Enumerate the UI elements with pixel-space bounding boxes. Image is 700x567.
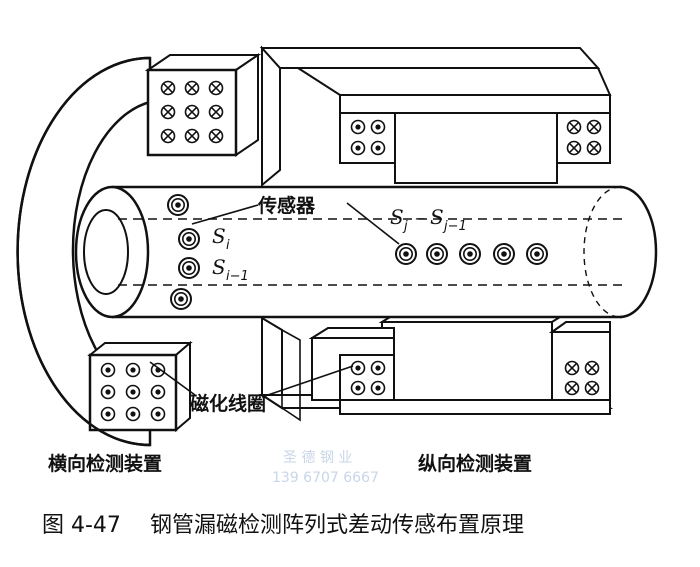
longitudinal-yoke	[258, 45, 614, 422]
transverse-top-coil	[144, 53, 262, 157]
coil-cross-icon	[584, 360, 600, 376]
coil-dot-icon	[125, 406, 141, 422]
coil-cross-icon	[208, 104, 224, 120]
coil-dot-icon	[370, 360, 386, 376]
sensor-icon	[459, 243, 481, 265]
steel-pipe	[74, 185, 658, 319]
svg-text:i−1: i−1	[226, 269, 249, 284]
watermark-name: 圣 德 钢 业	[283, 450, 352, 466]
svg-text:S: S	[430, 205, 444, 229]
longitudinal-upper-coils	[339, 112, 611, 184]
symbol-si: S i	[212, 224, 230, 253]
svg-text:i: i	[226, 238, 230, 253]
coil-cross-icon	[564, 380, 580, 396]
coil-cross-icon	[564, 360, 580, 376]
coil-cross-icon	[208, 80, 224, 96]
svg-text:S: S	[390, 205, 404, 229]
coil-cross-icon	[160, 128, 176, 144]
svg-text:S: S	[212, 255, 226, 279]
figure-number: 图 4-47	[42, 513, 121, 538]
coil-dot-icon	[100, 406, 116, 422]
svg-text:j−1: j−1	[442, 219, 467, 234]
transverse-device-label: 横向检测装置	[48, 452, 162, 475]
sensor-icon	[493, 243, 515, 265]
coil-dot-icon	[150, 384, 166, 400]
coil-dot-icon	[350, 140, 366, 156]
coil-cross-icon	[184, 104, 200, 120]
coil-cross-icon	[184, 80, 200, 96]
coil-dot-icon	[370, 119, 386, 135]
coil-dot-icon	[370, 380, 386, 396]
coil-dot-icon	[125, 384, 141, 400]
coil-cross-icon	[566, 140, 582, 156]
sensor-icon	[167, 194, 189, 216]
sensor-icon	[178, 257, 200, 279]
coil-cross-icon	[584, 380, 600, 396]
coil-dot-icon	[350, 119, 366, 135]
longitudinal-device-label: 纵向检测装置	[418, 452, 532, 475]
coil-dot-icon	[350, 360, 366, 376]
sensor-icon	[395, 243, 417, 265]
coil-dot-icon	[100, 362, 116, 378]
symbol-sj-pair: S j – S j−1	[390, 205, 467, 234]
svg-text:S: S	[212, 224, 226, 248]
coil-cross-icon	[160, 104, 176, 120]
longitudinal-lower-coils	[308, 311, 611, 401]
coil-dot-icon	[125, 362, 141, 378]
coil-dot-icon	[150, 406, 166, 422]
coil-cross-icon	[586, 140, 602, 156]
coil-dot-icon	[350, 380, 366, 396]
transverse-bottom-coil	[87, 340, 193, 433]
figure-title: 钢管漏磁检测阵列式差动传感布置原理	[150, 513, 524, 538]
sensor-icon	[526, 243, 548, 265]
coil-cross-icon	[184, 128, 200, 144]
sensor-label: 传感器	[257, 194, 316, 217]
sensor-icon	[178, 228, 200, 250]
coil-label: 磁化线圈	[190, 392, 266, 415]
watermark-phone: 139 6707 6667	[272, 470, 379, 486]
coil-dot-icon	[370, 140, 386, 156]
sensor-icon	[170, 288, 192, 310]
svg-text:–: –	[415, 205, 425, 229]
leader-lines	[149, 202, 400, 398]
coil-cross-icon	[566, 119, 582, 135]
symbol-si-1: S i−1	[212, 255, 249, 284]
coil-cross-icon	[160, 80, 176, 96]
sensor-icon	[426, 243, 448, 265]
coil-dot-icon	[100, 384, 116, 400]
coil-cross-icon	[208, 128, 224, 144]
svg-text:j: j	[402, 219, 408, 234]
coil-cross-icon	[586, 119, 602, 135]
